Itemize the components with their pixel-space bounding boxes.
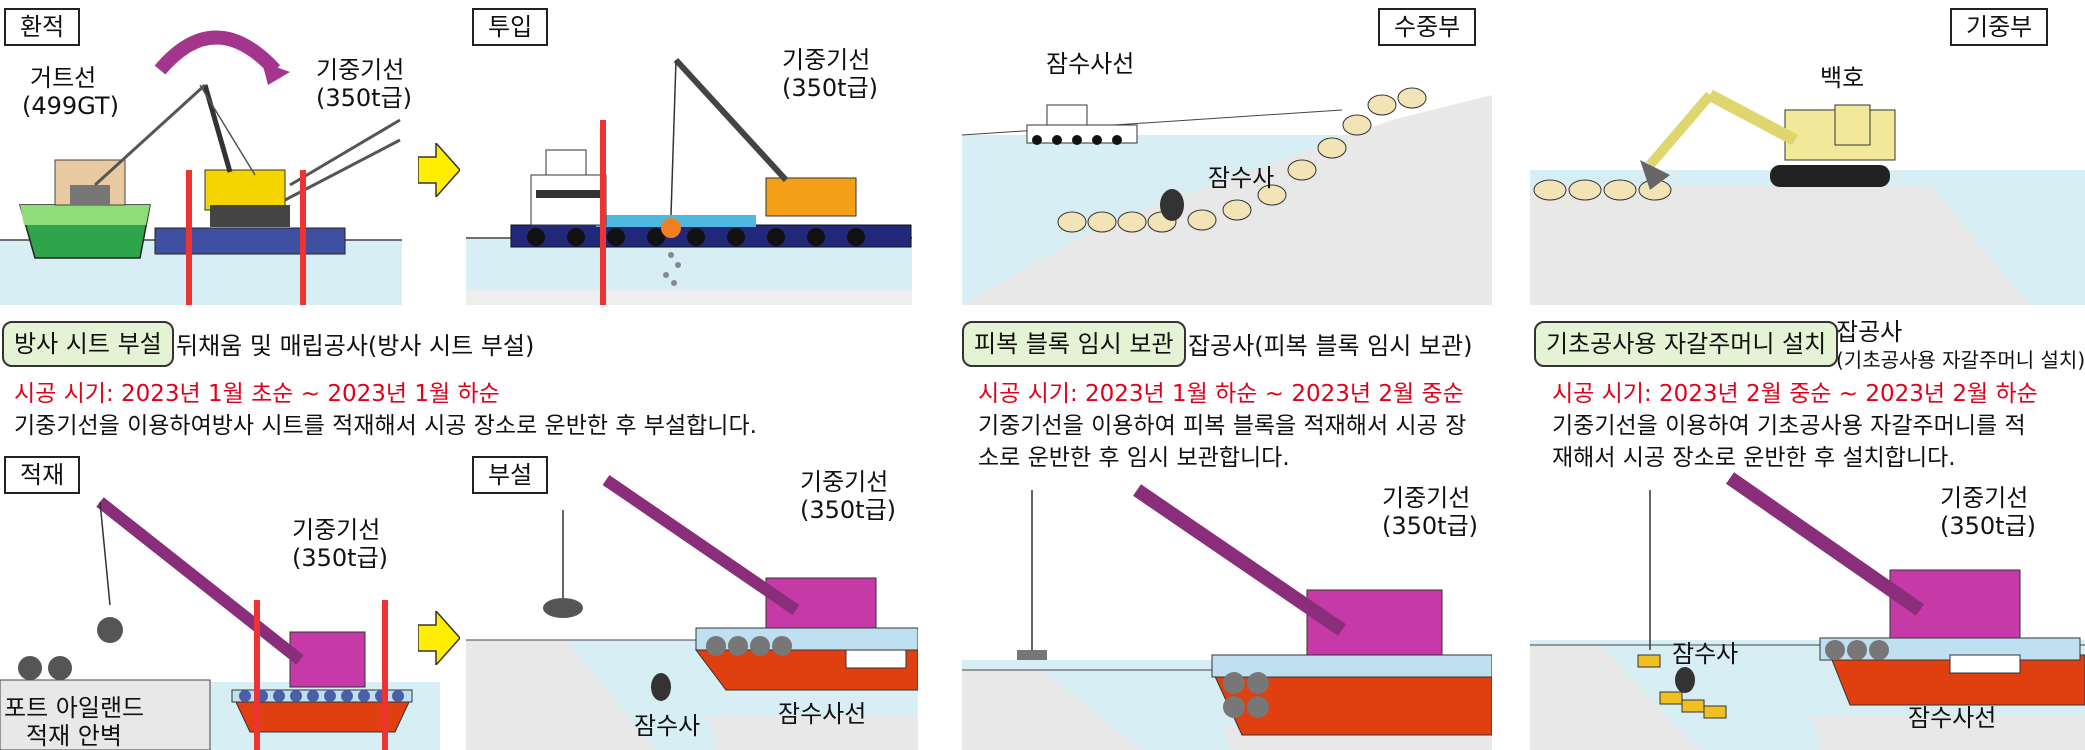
crane-label-p7: 기중기선 — [1382, 484, 1471, 512]
crane-sub-p2: (350t급) — [782, 74, 879, 102]
tag-transshipment: 환적 — [4, 8, 81, 46]
section-pill-1: 방사 시트 부설 — [2, 321, 174, 367]
crane-label-p1: 기중기선 — [316, 56, 405, 84]
boat-label-p3: 잠수사선 — [1046, 50, 1135, 78]
section-period-1: 시공 시기: 2023년 1월 초순 ~ 2023년 1월 하순 — [14, 381, 500, 407]
port-label: 포트 아일랜드 — [4, 694, 145, 722]
excavator-label: 백호 — [1820, 64, 1865, 92]
crane-sub-p7: (350t급) — [1382, 512, 1479, 540]
tug-label: 거트선 — [30, 64, 97, 92]
panel-input — [466, 0, 912, 305]
panel-gravel-bag — [1530, 470, 2085, 750]
section-title-3: 잡공사 — [1836, 318, 1903, 346]
section-desc-1: 기중기선을 이용하여방사 시트를 적재해서 시공 장소로 운반한 후 부설합니다… — [14, 413, 757, 439]
section-title-3-sub: (기초공사용 자갈주머니 설치) — [1836, 348, 2085, 372]
diver-label-p6: 잠수사 — [634, 712, 701, 740]
tag-above-water: 기중부 — [1950, 8, 2049, 46]
section-pill-3: 기초공사용 자갈주머니 설치 — [1534, 321, 1839, 367]
diver-label-p3: 잠수사 — [1208, 164, 1275, 192]
crane-label-p2: 기중기선 — [782, 46, 871, 74]
diver-label-p8: 잠수사 — [1672, 640, 1739, 668]
panel-above-water — [1530, 0, 2085, 305]
tag-input: 투입 — [472, 8, 549, 46]
section-title-2: 잡공사(피복 블록 임시 보관) — [1188, 332, 1473, 360]
tag-underwater: 수중부 — [1378, 8, 1477, 46]
section-period-2: 시공 시기: 2023년 1월 하순 ~ 2023년 2월 중순 — [978, 381, 1464, 407]
section-pill-2: 피복 블록 임시 보관 — [962, 321, 1186, 367]
section-title-1: 뒤채움 및 매립공사(방사 시트 부설) — [176, 332, 535, 360]
crane-sub-p8: (350t급) — [1940, 512, 2037, 540]
panel-underwater — [962, 0, 1492, 305]
section-period-3: 시공 시기: 2023년 2월 중순 ~ 2023년 2월 하순 — [1552, 381, 2038, 407]
panel-block-storage — [962, 470, 1492, 750]
crane-sub-p1: (350t급) — [316, 84, 413, 112]
panel-laying — [466, 450, 918, 750]
section-desc-2: 기중기선을 이용하여 피복 블록을 적재해서 시공 장소로 운반한 후 임시 보… — [978, 413, 1467, 471]
crane-sub-p6: (350t급) — [800, 496, 897, 524]
tag-laying: 부설 — [472, 456, 549, 494]
boat-label-p6: 잠수사선 — [778, 700, 867, 728]
panel-transshipment — [0, 0, 402, 305]
flow-arrow-icon — [418, 143, 460, 197]
tug-sub-label: (499GT) — [22, 92, 119, 120]
port-sub-label: 적재 안벽 — [26, 722, 122, 750]
crane-sub-p5: (350t급) — [292, 544, 389, 572]
crane-label-p5: 기중기선 — [292, 516, 381, 544]
panel-loading — [0, 450, 440, 750]
tag-loading: 적재 — [4, 456, 81, 494]
crane-label-p6: 기중기선 — [800, 468, 889, 496]
flow-arrow-icon-2 — [418, 611, 460, 665]
crane-label-p8: 기중기선 — [1940, 484, 2029, 512]
section-desc-3: 기중기선을 이용하여 기초공사용 자갈주머니를 적재해서 시공 장소로 운반한 … — [1552, 413, 2026, 471]
boat-label-p8: 잠수사선 — [1908, 704, 1997, 732]
